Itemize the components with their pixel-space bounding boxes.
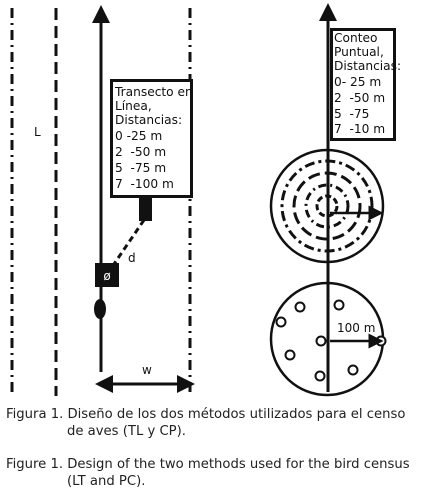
transect-box-line-2: Línea,: [115, 99, 152, 113]
transect-box-line-6: 5 -75 m: [115, 161, 167, 175]
transect-distance-box: [110, 79, 193, 198]
transect-box-line-4: 0 -25 m: [115, 129, 163, 143]
point-count-distance-box: [330, 28, 396, 141]
point-box-line-1: Conteo: [334, 31, 378, 45]
observer-marker: [95, 263, 119, 287]
methods-diagram: L d ø w 100 m: [10, 3, 387, 397]
observer-figure: [94, 299, 106, 319]
distance-label: d: [128, 251, 136, 265]
caption-english: Figure 1. Design of the two methods used…: [6, 456, 410, 490]
transect-box-line-5: 2 -50 m: [115, 145, 167, 159]
caption-spanish: Figura 1. Diseño de los dos métodos util…: [6, 406, 405, 440]
bird-marker: [139, 198, 152, 221]
transect-box-line-7: 7 -100 m: [115, 177, 174, 191]
point-box-line-4: 0- 25 m: [334, 75, 382, 89]
observer-symbol: ø: [103, 269, 110, 283]
length-label: L: [34, 125, 41, 139]
bird-observations: [275, 299, 387, 382]
caption-spanish-line-2: de aves (TL y CP).: [67, 424, 186, 439]
radius-label: 100 m: [337, 321, 375, 335]
width-label: w: [142, 363, 152, 377]
transect-box-line-3: Distancias:: [115, 113, 183, 127]
point-box-line-3: Distancias:: [334, 59, 402, 73]
caption-english-line-2: (LT and PC).: [67, 474, 146, 489]
point-box-line-6: 5 -75: [334, 107, 370, 121]
caption-english-line-1: Figure 1. Design of the two methods used…: [6, 457, 410, 472]
transect-box-line-1: Transecto en: [115, 85, 193, 99]
caption-spanish-line-1: Figura 1. Diseño de los dos métodos util…: [6, 407, 406, 422]
point-box-line-5: 2 -50 m: [334, 91, 386, 105]
point-box-line-2: Puntual,: [334, 45, 384, 59]
point-box-line-7: 7 -10 m: [334, 122, 386, 136]
